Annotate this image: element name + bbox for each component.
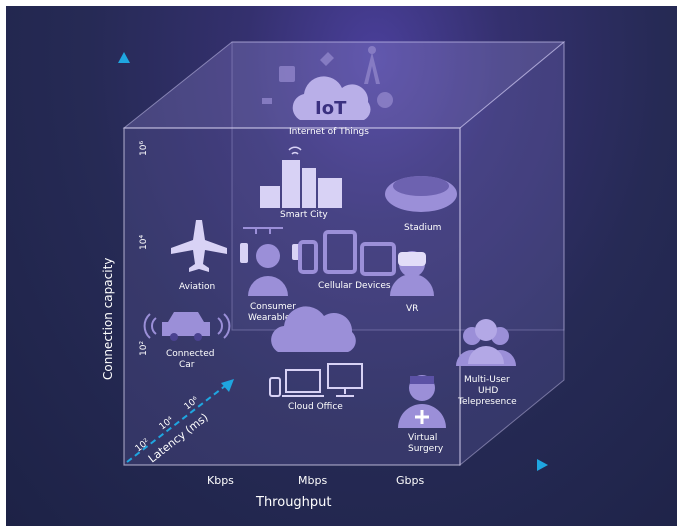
x-axis-arrow-icon <box>537 459 548 471</box>
stadium-icon <box>385 176 457 212</box>
y-tick-1e2: 10² <box>139 341 149 356</box>
iot-small-icons <box>262 44 393 108</box>
surgeon-icon <box>398 375 446 428</box>
stadium-label: Stadium <box>404 223 441 233</box>
telepresence-line2: UHD <box>478 386 498 396</box>
telepresence-group-icon <box>456 319 516 366</box>
z-axis-arrow-icon <box>221 379 234 392</box>
vr-headset-icon <box>390 251 434 296</box>
virtual-surgery-line2: Surgery <box>408 444 444 454</box>
cube-front-face <box>123 127 461 466</box>
wearables-icon <box>240 227 302 296</box>
y-tick-1e4: 10⁴ <box>139 235 149 250</box>
cloud-icon <box>271 306 356 352</box>
z-axis-line <box>126 385 226 463</box>
iot-badge: IoT <box>315 98 347 119</box>
plug-icon <box>262 98 278 104</box>
aviation-label: Aviation <box>179 282 215 292</box>
office-devices-icon <box>269 363 363 397</box>
connected-car-line1: Connected <box>166 349 214 359</box>
diagram-background: Connection capacity 10⁶ 10⁴ 10² Kbps Mbp… <box>6 6 677 526</box>
x-tick-mbps: Mbps <box>298 474 327 487</box>
consumer-wearables-line2: Wearables <box>248 313 295 323</box>
smart-city-icon <box>260 146 342 208</box>
vr-label: VR <box>406 304 418 314</box>
iot-subtitle: Internet of Things <box>289 127 369 137</box>
y-axis-label: Connection capacity <box>101 258 115 380</box>
satellite-icon <box>310 44 342 74</box>
telepresence-line3: Telepresence <box>457 397 517 407</box>
globe-icon <box>377 92 393 108</box>
connected-car-icon <box>143 312 231 341</box>
iot-cloud-icon <box>292 76 371 120</box>
x-axis-label: Throughput <box>255 495 332 510</box>
chip-icon <box>279 66 295 82</box>
antenna-tower-icon <box>364 52 380 84</box>
consumer-wearables-line1: Consumer <box>250 302 296 312</box>
cloud-office-label: Cloud Office <box>288 402 343 412</box>
signal-icon <box>368 46 376 54</box>
cellular-devices-label: Cellular Devices <box>318 281 391 291</box>
y-tick-1e6: 10⁶ <box>139 141 149 156</box>
smart-city-label: Smart City <box>280 210 328 220</box>
x-tick-gbps: Gbps <box>396 474 424 487</box>
airplane-icon <box>171 220 227 272</box>
virtual-surgery-line1: Virtual <box>408 433 437 443</box>
y-axis-arrow-icon <box>118 52 130 63</box>
connected-car-line2: Car <box>179 360 195 370</box>
cellular-devices-icon <box>298 230 396 276</box>
x-tick-kbps: Kbps <box>207 474 234 487</box>
telepresence-line1: Multi-User <box>464 375 510 385</box>
cube-diagram: Connection capacity 10⁶ 10⁴ 10² Kbps Mbp… <box>101 40 566 510</box>
